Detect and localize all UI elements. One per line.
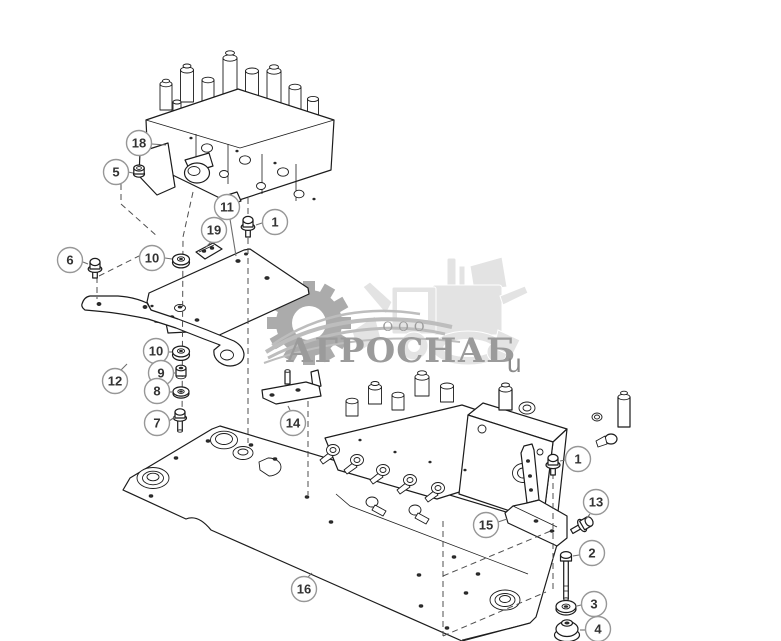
valve-assembly-exploded <box>138 50 335 208</box>
svg-text:1: 1 <box>574 452 581 467</box>
callout-5: 5 <box>102 158 134 186</box>
mounting-plate-16 <box>122 425 562 641</box>
svg-text:19: 19 <box>207 223 221 238</box>
bolt-2 <box>559 550 573 601</box>
bracket-12 <box>81 295 245 367</box>
svg-text:13: 13 <box>589 495 603 510</box>
callout-1-right: 1 <box>559 445 592 473</box>
callout-19: 19 <box>200 216 228 248</box>
valve-fittings <box>319 444 445 525</box>
bolt-1-top <box>240 215 256 238</box>
svg-text:18: 18 <box>132 136 146 151</box>
washer-8 <box>172 386 190 399</box>
callout-16: 16 <box>290 572 318 603</box>
svg-text:9: 9 <box>157 366 164 381</box>
svg-text:8: 8 <box>153 384 160 399</box>
bolt-6 <box>87 257 103 279</box>
callouts: 18 5 11 19 1 6 10 <box>56 129 612 641</box>
svg-text:15: 15 <box>479 518 493 533</box>
watermark-org-form: ООО <box>383 320 430 335</box>
washer-10-lower <box>171 345 191 362</box>
callout-7: 7 <box>143 409 176 437</box>
svg-text:16: 16 <box>297 582 311 597</box>
bracket-15 <box>504 443 568 547</box>
svg-text:10: 10 <box>145 251 159 266</box>
callout-4: 4 <box>580 615 612 641</box>
callout-15: 15 <box>472 511 508 539</box>
callout-12: 12 <box>101 363 129 395</box>
svg-text:5: 5 <box>112 165 119 180</box>
svg-text:7: 7 <box>153 416 160 431</box>
callout-6: 6 <box>56 246 89 274</box>
nut-5 <box>132 164 146 178</box>
svg-text:1: 1 <box>271 215 278 230</box>
watermark-swoosh <box>263 309 461 364</box>
bolt-7 <box>172 408 188 433</box>
watermark-stray-letter: u <box>507 348 521 378</box>
alignment-dashed-lines <box>96 184 554 637</box>
svg-text:2: 2 <box>588 546 595 561</box>
svg-text:4: 4 <box>594 622 602 637</box>
plate-19 <box>195 242 223 260</box>
callout-1-top: 1 <box>255 208 289 236</box>
callout-13: 13 <box>582 488 610 520</box>
bolt-13 <box>569 516 594 535</box>
washer-10-upper <box>171 253 191 269</box>
watermark-machine-silhouette <box>351 256 529 366</box>
watermark-company-name: АГРОСНАБ <box>286 331 516 371</box>
callout-2: 2 <box>572 539 606 567</box>
svg-text:14: 14 <box>286 416 301 431</box>
spacer-9 <box>175 364 187 380</box>
isolator-mount-4 <box>553 619 581 641</box>
callout-10-lower: 10 <box>142 337 172 365</box>
callout-10-upper: 10 <box>138 244 173 272</box>
callout-8: 8 <box>143 377 173 405</box>
svg-text:11: 11 <box>220 200 234 215</box>
callout-11: 11 <box>213 193 241 257</box>
bolt-1-right <box>545 453 561 476</box>
callout-18: 18 <box>125 129 167 157</box>
washer-3 <box>555 599 577 616</box>
svg-text:10: 10 <box>149 344 163 359</box>
svg-text:3: 3 <box>590 597 597 612</box>
callout-14: 14 <box>279 405 307 437</box>
svg-text:6: 6 <box>66 253 73 268</box>
watermark: ООО АГРОСНАБ u <box>263 256 529 378</box>
bracket-14 <box>261 369 322 405</box>
svg-text:12: 12 <box>108 374 122 389</box>
callout-3: 3 <box>576 590 608 618</box>
